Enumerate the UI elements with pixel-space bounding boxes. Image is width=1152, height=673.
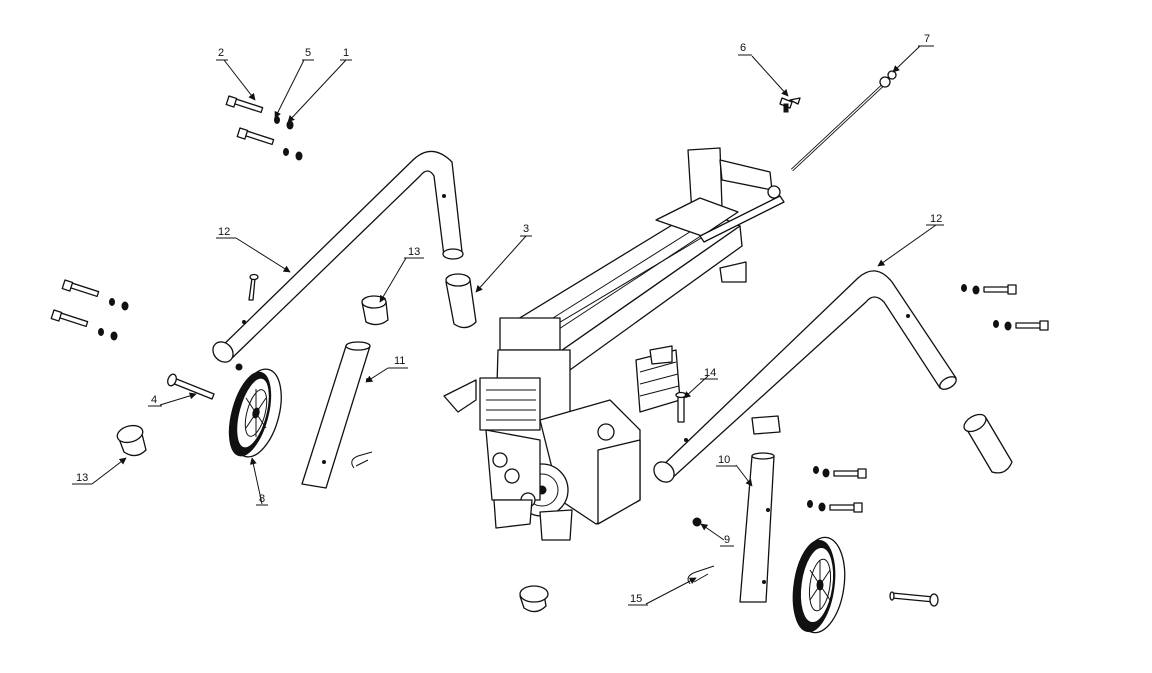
callout-8: 8 bbox=[256, 493, 268, 506]
callout-9: 9 bbox=[720, 534, 734, 547]
right-side-bolts bbox=[961, 284, 1049, 331]
callout-4: 4 bbox=[148, 394, 162, 407]
handle-grip-cap bbox=[361, 295, 389, 326]
svg-text:9: 9 bbox=[724, 534, 730, 546]
svg-text:12: 12 bbox=[930, 213, 942, 225]
svg-text:12: 12 bbox=[218, 226, 230, 238]
callout-6: 6 bbox=[738, 42, 752, 56]
callout-12-right: 12 bbox=[926, 213, 944, 226]
svg-text:15: 15 bbox=[630, 593, 642, 605]
callout-11: 11 bbox=[388, 355, 408, 369]
svg-text:7: 7 bbox=[924, 33, 930, 45]
right-sleeve bbox=[963, 413, 1013, 474]
log-splitter-body bbox=[443, 147, 785, 541]
callout-13-left: 13 bbox=[72, 472, 92, 485]
callout-leaders bbox=[91, 45, 937, 605]
tube-sleeve bbox=[445, 273, 477, 329]
svg-text:10: 10 bbox=[718, 454, 730, 466]
spacer-block bbox=[751, 415, 781, 435]
left-side-bolts bbox=[50, 279, 129, 341]
svg-text:1: 1 bbox=[343, 47, 349, 59]
r-clip-right bbox=[687, 565, 715, 585]
callout-3: 3 bbox=[520, 223, 532, 237]
nut-9 bbox=[692, 517, 702, 527]
svg-text:2: 2 bbox=[218, 47, 224, 59]
callout-12-left: 12 bbox=[216, 226, 236, 239]
handle-bolt bbox=[248, 273, 259, 301]
svg-text:13: 13 bbox=[76, 472, 88, 484]
right-axle bbox=[889, 591, 939, 607]
callout-5: 5 bbox=[302, 47, 314, 61]
left-end-cap bbox=[116, 424, 147, 457]
wing-nut bbox=[779, 97, 801, 113]
svg-text:11: 11 bbox=[394, 355, 405, 367]
svg-text:3: 3 bbox=[523, 223, 529, 235]
bottom-cap bbox=[519, 585, 549, 613]
right-leg bbox=[739, 452, 775, 603]
svg-text:13: 13 bbox=[408, 246, 420, 258]
callout-14: 14 bbox=[700, 367, 718, 380]
callout-1: 1 bbox=[340, 47, 352, 61]
left-leg bbox=[301, 341, 371, 489]
callout-2: 2 bbox=[216, 47, 228, 61]
callout-7: 7 bbox=[918, 33, 934, 47]
right-handle-tube bbox=[653, 270, 957, 483]
callout-10: 10 bbox=[716, 454, 736, 467]
dipstick bbox=[790, 70, 897, 172]
callout-labels: 1 2 3 4 5 6 7 8 bbox=[72, 33, 944, 606]
r-clip-left bbox=[351, 451, 373, 469]
svg-text:14: 14 bbox=[704, 367, 716, 379]
callout-13-center: 13 bbox=[404, 246, 424, 259]
left-wheel bbox=[228, 368, 282, 458]
left-axle bbox=[167, 363, 243, 400]
svg-text:4: 4 bbox=[151, 394, 157, 406]
svg-text:8: 8 bbox=[259, 493, 265, 505]
top-left-bolts bbox=[225, 95, 303, 161]
callout-15: 15 bbox=[628, 593, 648, 606]
svg-text:6: 6 bbox=[740, 42, 746, 54]
svg-text:5: 5 bbox=[305, 47, 311, 59]
right-wheel-bolts bbox=[807, 466, 867, 513]
right-wheel bbox=[792, 536, 846, 634]
left-handle-tube bbox=[212, 150, 464, 363]
